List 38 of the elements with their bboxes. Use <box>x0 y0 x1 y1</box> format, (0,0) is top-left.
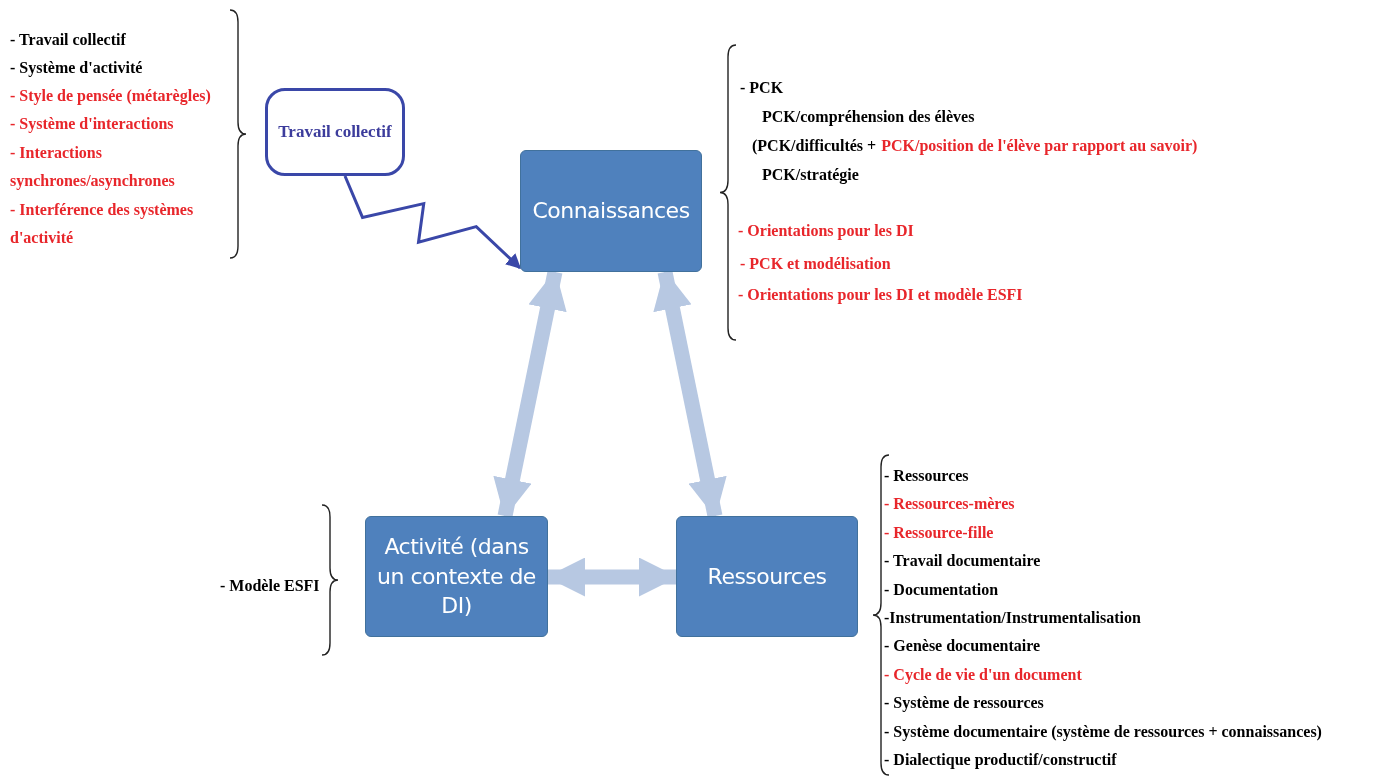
list-item: PCK/compréhension des élèves <box>762 107 975 128</box>
double-arrow <box>546 557 678 597</box>
list-item: - Système d'interactions <box>10 114 175 135</box>
list-item: -Instrumentation/Instrumentalisation <box>884 608 1141 628</box>
list-item: - Modèle ESFI <box>220 576 320 596</box>
list-item: - Orientations pour les DI <box>738 221 914 242</box>
list-item: - Style de pensée (métarègles) <box>10 86 212 107</box>
list-item: - Ressource-fille <box>884 522 994 543</box>
process-box <box>676 516 858 637</box>
list-item: - Système de ressources <box>884 693 1044 714</box>
list-item: - Interactions synchrones/asynchrones <box>10 143 176 192</box>
node-label: Activité (dans un contexte de DI) <box>376 532 537 621</box>
rounded-box <box>265 88 405 176</box>
process-box <box>365 516 548 637</box>
node-label: Travail collectif <box>278 122 392 142</box>
list-item: - PCK et modélisation <box>740 254 891 274</box>
list-item: PCK/stratégie <box>762 165 859 186</box>
list-item: - Travail collectif <box>10 30 127 50</box>
list-item: - Cycle de vie d'un document <box>884 664 1082 686</box>
node-label: Ressources <box>707 562 827 591</box>
lightning-arrow <box>343 175 522 270</box>
double-arrow <box>493 270 567 518</box>
list-item: - Documentation <box>884 579 999 600</box>
list-item: - Genèse documentaire <box>884 636 1041 657</box>
double-arrow <box>653 270 727 518</box>
list-item: (PCK/difficultés + <box>752 136 877 157</box>
list-item: - Dialectique productif/constructif <box>884 750 1117 771</box>
list-item: - Ressources <box>884 466 969 486</box>
list-item: - Ressources-mères <box>884 494 1015 515</box>
list-item: - Système documentaire (système de ressources + connaissances) <box>884 721 1322 743</box>
list-item: - Travail documentaire <box>884 551 1041 572</box>
list-item: - Système d'activité <box>10 58 144 79</box>
list-item: PCK/position de l'élève par rapport au savoir) <box>881 136 1198 157</box>
list-item: - Interférence des systèmes d'activité <box>10 200 195 248</box>
process-box <box>520 150 702 272</box>
list-item: - PCK <box>740 78 784 98</box>
list-item: - Orientations pour les DI et modèle ESFI <box>738 285 1023 306</box>
node-label: Connaissances <box>532 197 690 226</box>
